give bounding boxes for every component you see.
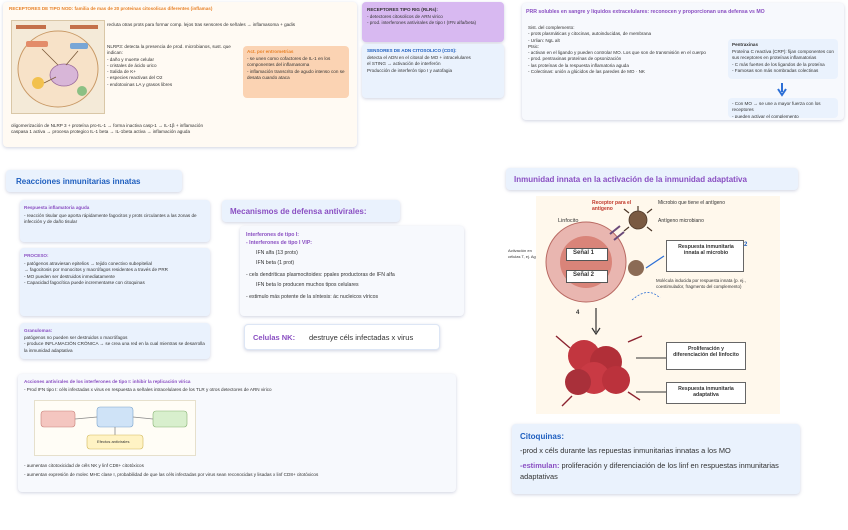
step-4-badge: 4 (576, 310, 580, 316)
granulomas-text: patógenos no pueden ser destruidos x mac… (24, 335, 205, 353)
citoquinas-line2: -estimulan: proliferación y diferenciaci… (520, 460, 796, 482)
prr-heading: PRR solubles en sangre y líquidos extrac… (526, 9, 765, 15)
proceso-text: - patógenos atraviesan epitelios → tejid… (24, 261, 169, 285)
microbe-label: Microbio que tiene el antígeno (658, 200, 725, 206)
ifn-line-3: IFN beta (1 prot) (256, 260, 295, 266)
nod-receptors-card: RECEPTORES DE TIPO NOD: familia de mas d… (3, 2, 357, 147)
pentraxinas-title: Pentraxinas (732, 42, 759, 47)
peach-note: Act. por entrometrias - se unen como cof… (243, 46, 349, 98)
antivirales-line1: - Prod IFN tipo I: céls infectadas x vir… (24, 387, 272, 392)
rig-title: RECEPTORES TIPO RIG (RLRs): (367, 7, 438, 12)
ifn-line-6: - estimulo más potente de la síntesis: á… (246, 294, 379, 300)
nod-bottom-text: oligomerización de NLRP 3 + proteína pro… (11, 123, 204, 135)
antiviral-diagram-caption: Efectos antivirales (97, 439, 130, 444)
antivirales-line2: - aumentan citotoxicidad de céls NK y li… (24, 463, 144, 468)
peach-note-text: - se unen como cofactores de IL-1 en los… (247, 56, 345, 80)
respuesta-innata-label: Respuesta inmunitaria innata al microbio (678, 244, 734, 257)
ifn-line-4: - cels dendríticas plasmocitoides: ppale… (246, 272, 395, 278)
antivirales-box: Acciones antivirales de los interferones… (18, 374, 456, 492)
prolif-box: Proliferación y diferenciación del linfo… (666, 342, 746, 370)
mecanismos-box: Interferones de tipo I: - Interferones d… (240, 226, 464, 316)
adaptativa-title-box: Inmunidad innata en la activación de la … (506, 168, 798, 190)
sensores-text: detecta el ADN en el citosol de MO + int… (367, 55, 471, 73)
respuesta-innata-box: Respuesta inmunitaria innata al microbio (666, 240, 744, 272)
reacciones-title-box: Reacciones inmunitarias innatas (6, 170, 182, 192)
pentraxinas-text: Proteína C reactiva (CRP): fijan compone… (732, 49, 834, 73)
nk-label: Celulas NK: (253, 333, 296, 342)
sensores-title: SENSORES DE ADN CITOSOLICO (CDS): (367, 48, 457, 53)
respuesta-aguda-text: - reacción tisular que aporta rápidament… (24, 213, 197, 225)
receptor-label: Receptor para el antígeno (592, 200, 632, 213)
citoquinas-line2-label: -estimulan: (520, 461, 560, 470)
adaptativa-box-label: Respuesta inmunitaria adaptativa (678, 386, 734, 399)
senal1-box: Señal 1 (566, 248, 608, 261)
rig-text: - detectores citosolicos de ARN virico -… (367, 14, 477, 26)
prr-col1: Sist. del complemento: - prots plasmátic… (528, 25, 706, 75)
ifn-line-2: IFN alfa (13 prots) (256, 250, 298, 256)
molecula-label: Molécula inducida por respuesta innata (… (656, 278, 746, 290)
collectin-text: - Con MO → se une a mayor fuerza con los… (732, 101, 821, 118)
mecanismos-title-box: Mecanismos de defensa antivirales: (222, 200, 400, 222)
proceso-box: PROCESO: - patógenos atraviesan epitelio… (20, 248, 210, 316)
citoquinas-line2-text: proliferación y diferenciación de los li… (520, 461, 779, 481)
prr-card: PRR solubles en sangre y líquidos extrac… (522, 3, 844, 120)
nod-heading: RECEPTORES DE TIPO NOD: familia de mas d… (9, 6, 213, 11)
sensores-card: SENSORES DE ADN CITOSOLICO (CDS): detect… (362, 44, 504, 98)
rig-card: RECEPTORES TIPO RIG (RLRs): - detectores… (362, 2, 504, 42)
prolif-label: Proliferación y diferenciación del linfo… (673, 346, 739, 359)
reacciones-title: Reacciones inmunitarias innatas (16, 177, 141, 186)
adaptativa-figure: Receptor para el antígeno Microbio que t… (508, 196, 780, 414)
arrow-down-icon (777, 83, 787, 97)
left-label: Activación en células T, ej. Ag (508, 248, 536, 260)
senal2-label: Señal 2 (573, 272, 595, 278)
citoquinas-box: Citoquinas: -prod x céls durante las rep… (512, 424, 800, 494)
collectin-box: - Con MO → se une a mayor fuerza con los… (728, 98, 838, 118)
step-2-badge: 2 (744, 242, 748, 248)
ifn-line-5: IFN beta lo producen muchos tipos celula… (256, 282, 359, 288)
nk-box: Celulas NK: destruye céls infectadas x v… (244, 324, 440, 350)
antiviral-drawing (40, 406, 188, 450)
antivirales-line3: - aumentan expresión de molec MHC clase … (24, 472, 319, 477)
nlrp3-text: NLRP3: detecta la presencia de prod. mic… (107, 44, 231, 87)
antivirales-title: Acciones antivirales de los interferones… (24, 379, 191, 384)
antigen-label: Antígeno microbiano (658, 218, 704, 224)
pentraxinas-box: Pentraxinas Proteína C reactiva (CRP): f… (728, 39, 838, 79)
senal1-label: Señal 1 (573, 250, 595, 256)
senal2-box: Señal 2 (566, 270, 608, 283)
proceso-title: PROCESO: (24, 253, 49, 258)
antiviral-diagram: Efectos antivirales (34, 400, 196, 456)
ifn-line-0: Interferones de tipo I: (246, 232, 300, 238)
inflammasome-drawing (16, 25, 99, 108)
linfocito-label: Linfocito (558, 218, 579, 224)
respuesta-aguda-box: Respuesta inflamatoria aguda - reacción … (20, 200, 210, 242)
respuesta-aguda-title: Respuesta inflamatoria aguda (24, 205, 90, 210)
nk-text: destruye céls infectadas x virus (309, 333, 414, 342)
nod-text1: recluta otras prots para formar comp. le… (107, 22, 296, 27)
ifn-line-1: - Interferones de tipo I VIP: (246, 240, 313, 246)
inflammasome-figure (11, 20, 105, 114)
granulomas-title: Granulomas: (24, 328, 53, 333)
mecanismos-title: Mecanismos de defensa antivirales: (230, 207, 367, 216)
citoquinas-title: Citoquinas: (520, 432, 564, 441)
adaptativa-box: Respuesta inmunitaria adaptativa (666, 382, 746, 404)
citoquinas-line1: -prod x céls durante las repuestas inmun… (520, 446, 731, 455)
peach-note-title: Act. por entrometrias (247, 49, 294, 54)
granulomas-box: Granulomas: patógenos no pueden ser dest… (20, 323, 210, 359)
adaptativa-title: Inmunidad innata en la activación de la … (514, 175, 747, 184)
